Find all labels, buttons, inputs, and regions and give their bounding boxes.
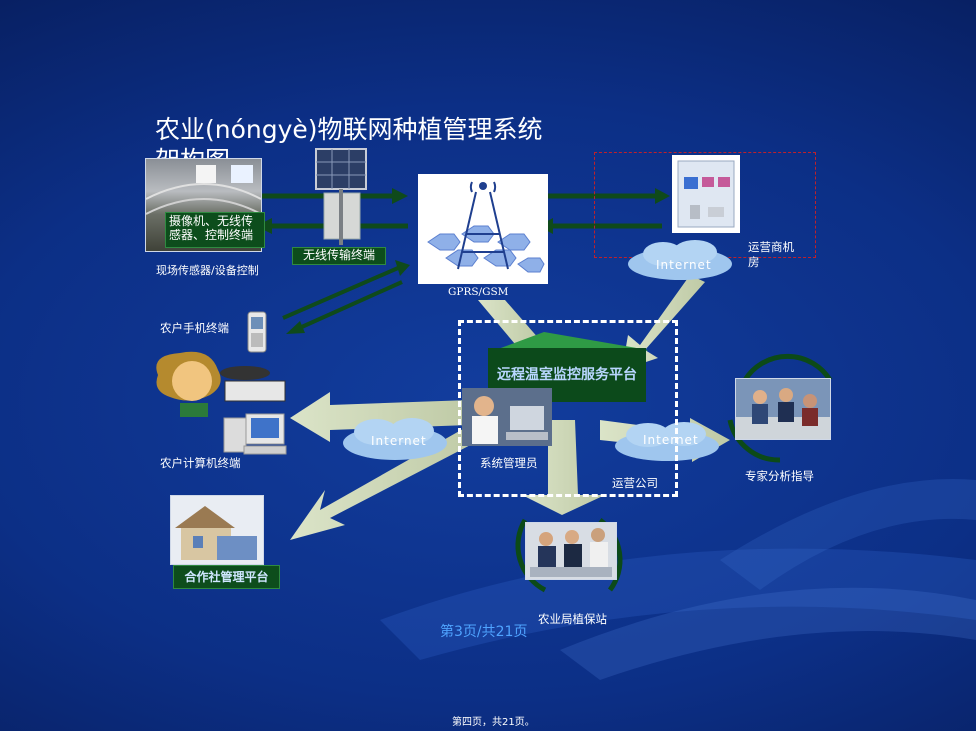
plant-station-photo	[525, 522, 617, 580]
internet-label-left: Internet	[371, 434, 427, 448]
system-admin-image	[462, 388, 552, 446]
coop-house-photo	[170, 495, 264, 565]
sysadmin-label: 系统管理员	[480, 456, 538, 470]
mobile-phone-icon	[247, 311, 267, 353]
expert-label: 专家分析指导	[745, 469, 814, 483]
greenhouse-image	[146, 165, 261, 215]
internet-cloud-left-icon	[343, 418, 447, 460]
gprs-label: GPRS/GSM	[448, 286, 509, 298]
company-label: 运营公司	[612, 476, 658, 490]
wireless-terminal-image	[310, 145, 372, 245]
station-label: 农业局植保站	[538, 612, 607, 626]
operator-room-label: 运营商机房	[748, 240, 794, 269]
desktop-computer-icon	[223, 413, 287, 455]
field-devices-box: 摄像机、无线传感器、控制终端	[165, 212, 265, 248]
internet-cloud-top-icon	[628, 240, 732, 280]
wireless-terminal-box: 无线传输终端	[292, 247, 386, 265]
expert-photo	[735, 378, 831, 440]
gprs-tower-image	[418, 174, 548, 284]
field-sensors-label: 现场传感器/设备控制	[156, 264, 259, 277]
farmer-cartoon-image	[156, 351, 286, 417]
coop-platform-box: 合作社管理平台	[173, 565, 280, 589]
page-number: 第3页/共21页	[440, 624, 528, 640]
server-building-image	[672, 155, 740, 233]
footer-text: 第四页，共21页。	[452, 717, 535, 728]
internet-label-top: Internet	[656, 258, 712, 272]
arrow-gprs-to-platform	[478, 300, 540, 350]
farmer-phone-label: 农户手机终端	[160, 321, 229, 335]
arrow-to-station	[522, 420, 605, 515]
internet-cloud-right-icon	[615, 422, 719, 461]
internet-label-right: Internet	[643, 433, 699, 447]
farmer-pc-label: 农户计算机终端	[160, 456, 241, 470]
arrow-to-farmer-pc	[290, 392, 470, 442]
operating-company-frame	[458, 320, 678, 497]
